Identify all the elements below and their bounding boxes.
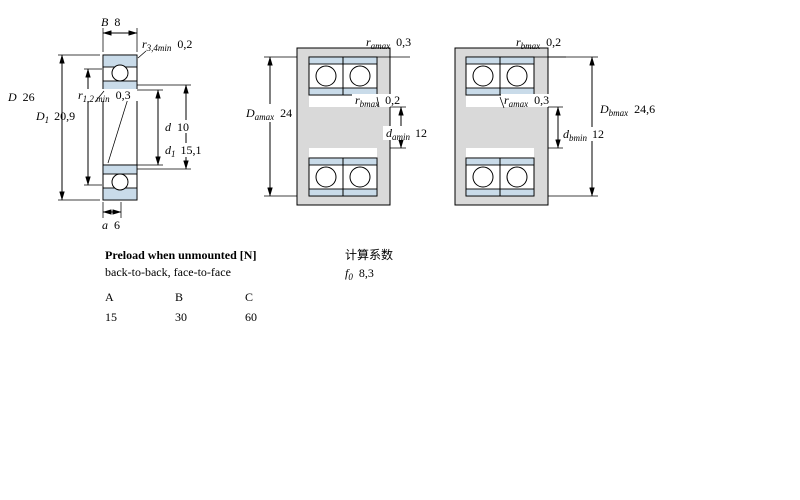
bearing-cross-section	[102, 54, 138, 201]
factors-title: 计算系数	[345, 247, 393, 262]
label-background	[561, 127, 609, 141]
leader-line	[376, 96, 380, 108]
bearing-pair-bottom	[465, 157, 535, 197]
preload-val-b: 30	[175, 310, 187, 324]
bearing-pair-top	[308, 56, 378, 96]
preload-title: Preload when unmounted [N]	[105, 248, 256, 262]
preload-col-b: B	[175, 290, 183, 304]
ball	[315, 65, 337, 87]
bearing-pair-top	[465, 56, 535, 96]
clearance-strip	[309, 148, 377, 158]
ball-top	[111, 64, 129, 82]
clearance-strip	[466, 148, 534, 158]
preload-val-a: 15	[105, 310, 117, 324]
inner-ring-bottom	[102, 164, 138, 175]
label-background	[383, 126, 435, 140]
bearing-pair-bottom	[308, 157, 378, 197]
preload-subtitle: back-to-back, face-to-face	[105, 265, 231, 279]
ball	[349, 166, 371, 188]
preload-col-a: A	[105, 290, 114, 304]
ball	[349, 65, 371, 87]
leader-line	[137, 50, 147, 59]
ball	[315, 166, 337, 188]
leader-line	[94, 90, 105, 103]
preload-col-c: C	[245, 290, 253, 304]
contact-angle-line	[107, 91, 131, 164]
ball	[472, 166, 494, 188]
label-background	[76, 89, 138, 101]
leader-line	[499, 96, 505, 109]
preload-section: Preload when unmounted [N] back-to-back,…	[105, 248, 257, 324]
preload-val-c: 60	[245, 310, 257, 324]
label-background	[352, 94, 408, 107]
ball	[506, 65, 528, 87]
ball	[506, 166, 528, 188]
label-background	[501, 94, 557, 107]
ball	[472, 65, 494, 87]
ball-bottom	[111, 173, 129, 191]
label-background	[163, 120, 193, 133]
